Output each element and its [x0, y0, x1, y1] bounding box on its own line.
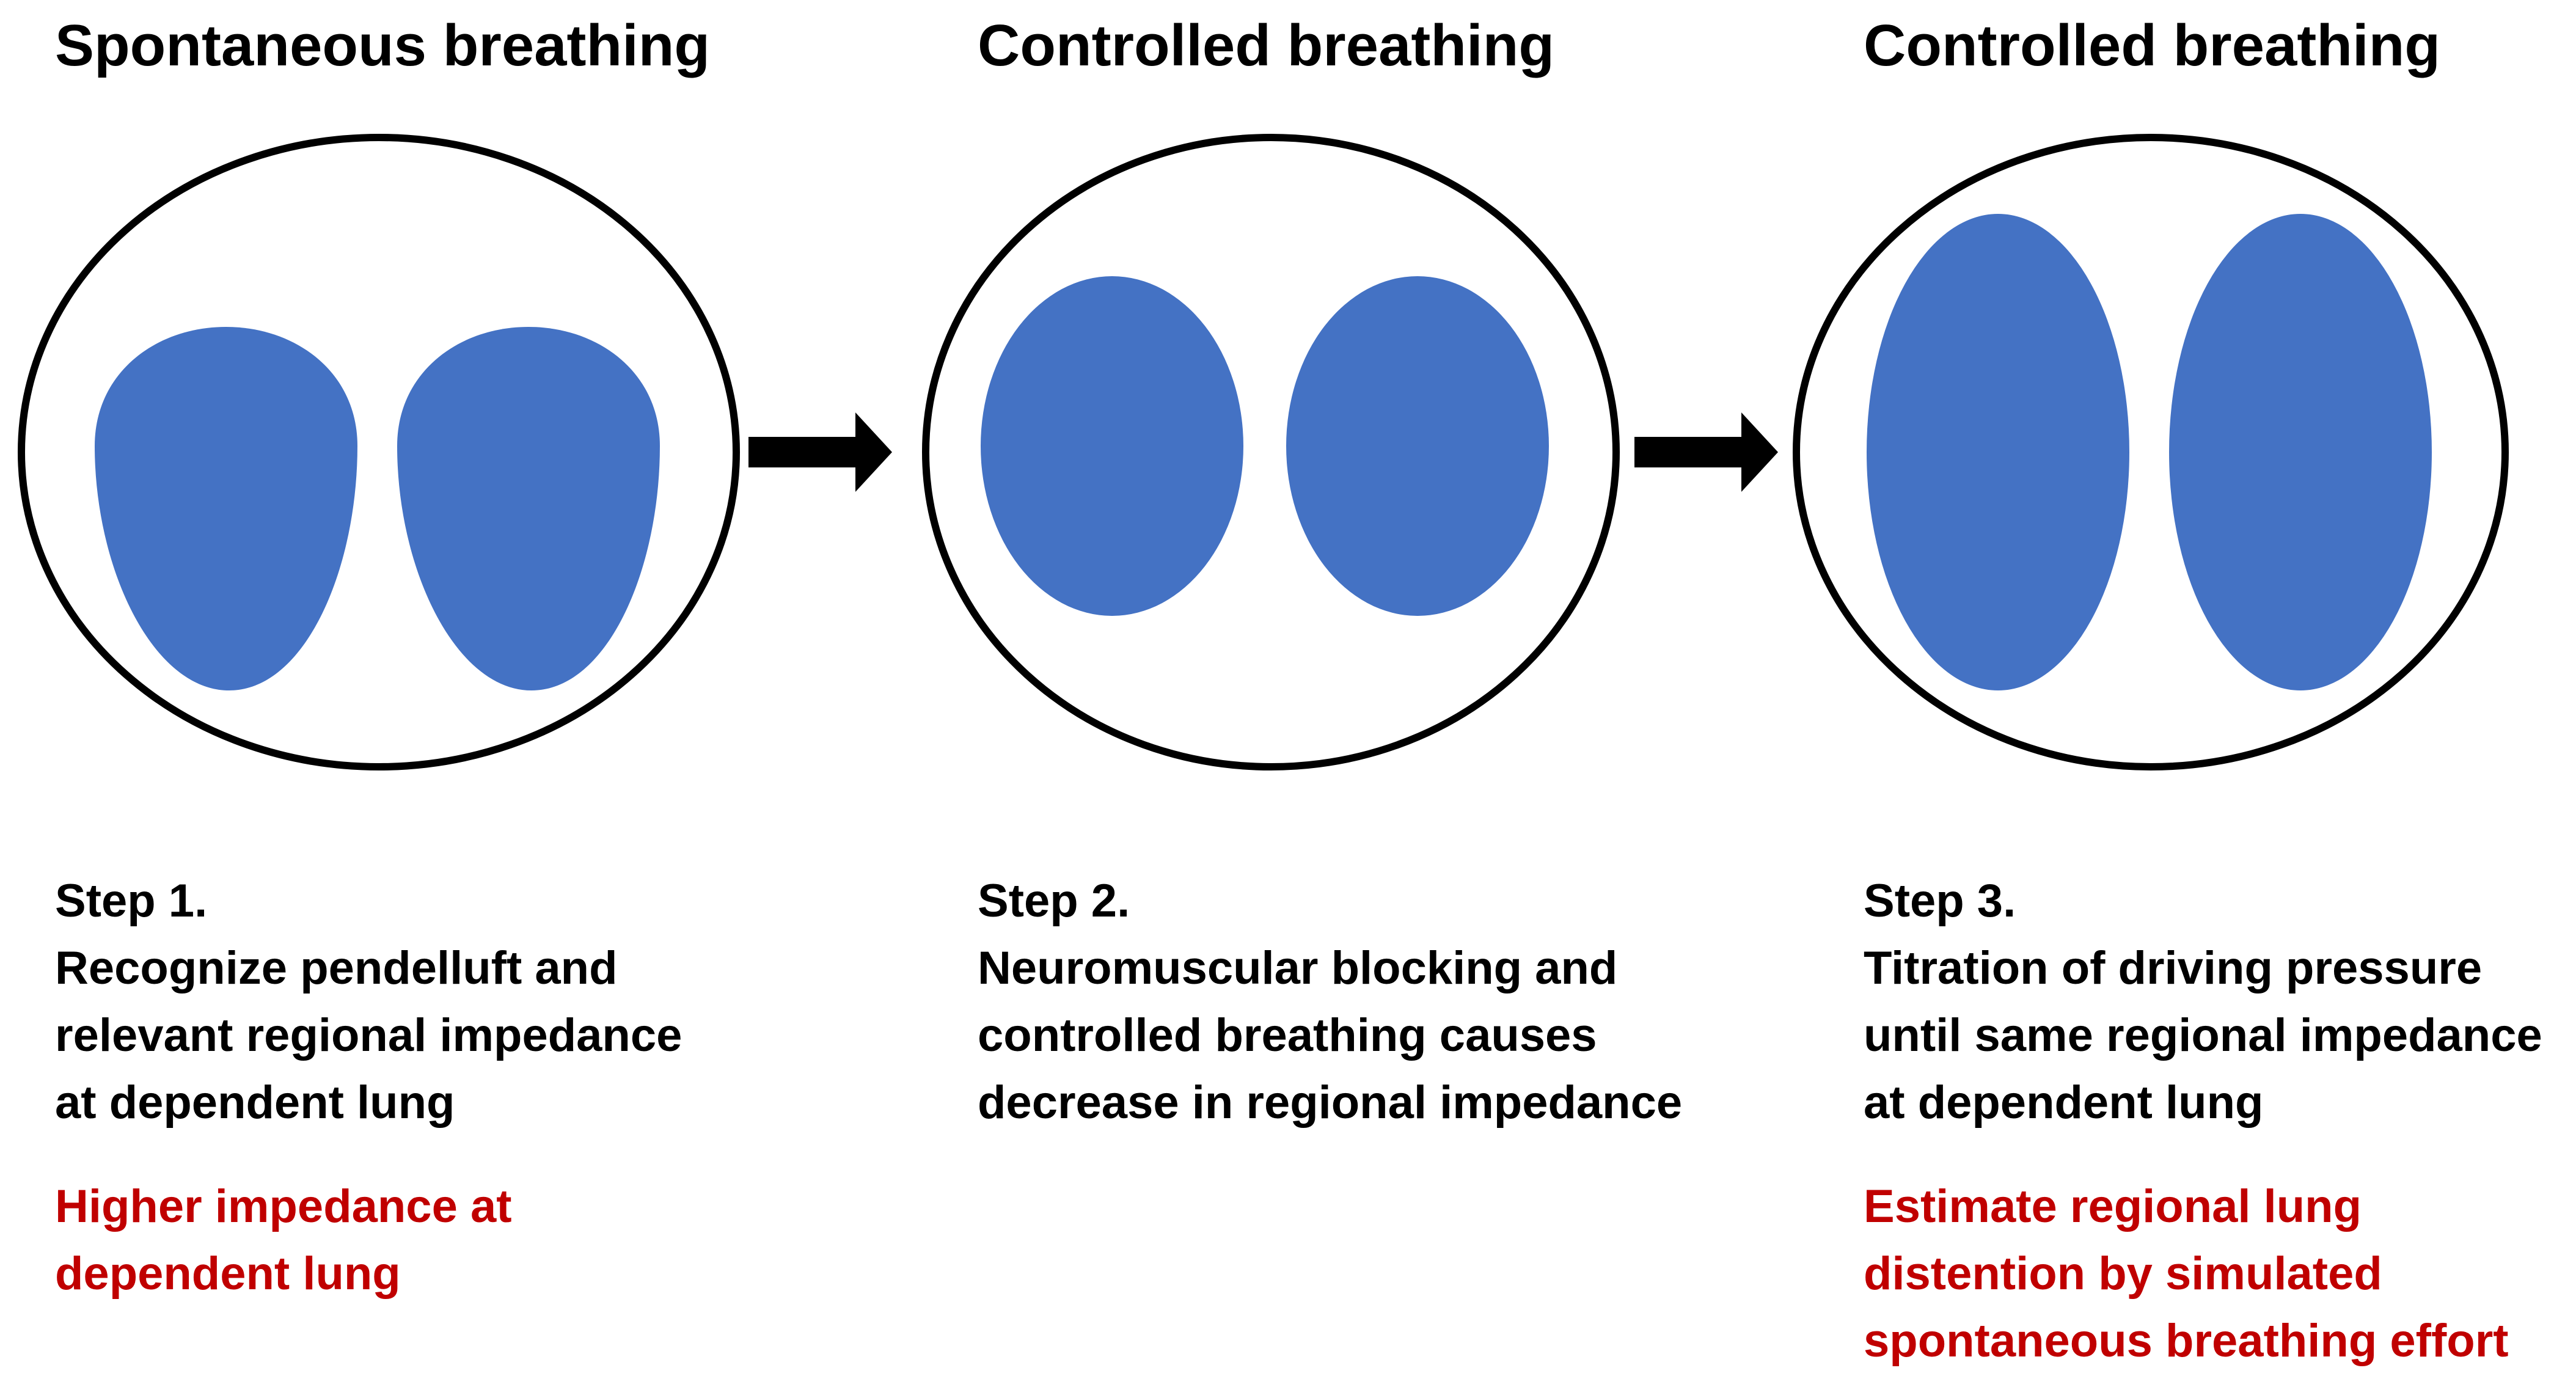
step-description-line: at dependent lung: [1864, 1077, 2264, 1129]
step-description-line: Neuromuscular blocking and: [978, 942, 1618, 994]
thorax-outline: [18, 134, 740, 770]
panel-title: Controlled breathing: [1864, 13, 2440, 78]
step-label: Step 3.: [1864, 875, 2016, 927]
step-label: Step 2.: [978, 875, 1130, 927]
highlight-note-line: dependent lung: [55, 1248, 401, 1300]
right-lung-shape: [397, 327, 660, 690]
step-description: Step 3. Titration of driving pressure un…: [1864, 868, 2542, 1136]
step-description-line: Titration of driving pressure: [1864, 942, 2483, 994]
highlight-note-line: distention by simulated: [1864, 1248, 2382, 1300]
left-lung-shape: [1867, 214, 2129, 690]
panel-3-thorax: [1793, 134, 2509, 770]
highlight-note-line: Estimate regional lung: [1864, 1180, 2362, 1232]
step-description-line: relevant regional impedance: [55, 1009, 682, 1061]
panel-1-thorax: [18, 134, 740, 770]
thorax-outline: [1793, 134, 2509, 770]
step-description: Step 1. Recognize pendelluft and relevan…: [55, 868, 682, 1136]
highlight-note: Estimate regional lung distention by sim…: [1864, 1173, 2509, 1375]
step-description-line: at dependent lung: [55, 1077, 455, 1129]
step-description-line: decrease in regional impedance: [978, 1077, 1683, 1129]
arrow-right-icon: [748, 412, 892, 492]
right-lung-shape: [1286, 276, 1549, 616]
right-lung-shape: [2169, 214, 2432, 690]
step-description-line: controlled breathing causes: [978, 1009, 1597, 1061]
step-description: Step 2. Neuromuscular blocking and contr…: [978, 868, 1682, 1136]
thorax-outline: [922, 134, 1620, 770]
arrow-right-icon: [1634, 412, 1778, 492]
highlight-note-line: spontaneous breathing effort: [1864, 1315, 2509, 1367]
panel-title: Controlled breathing: [978, 13, 1554, 78]
highlight-note: Higher impedance at dependent lung: [55, 1173, 512, 1308]
panel-2-thorax: [922, 134, 1620, 770]
left-lung-shape: [95, 327, 357, 690]
left-lung-shape: [981, 276, 1243, 616]
step-description-line: Recognize pendelluft and: [55, 942, 618, 994]
step-label: Step 1.: [55, 875, 208, 927]
highlight-note-line: Higher impedance at: [55, 1180, 512, 1232]
step-description-line: until same regional impedance: [1864, 1009, 2542, 1061]
panel-title: Spontaneous breathing: [55, 13, 711, 78]
